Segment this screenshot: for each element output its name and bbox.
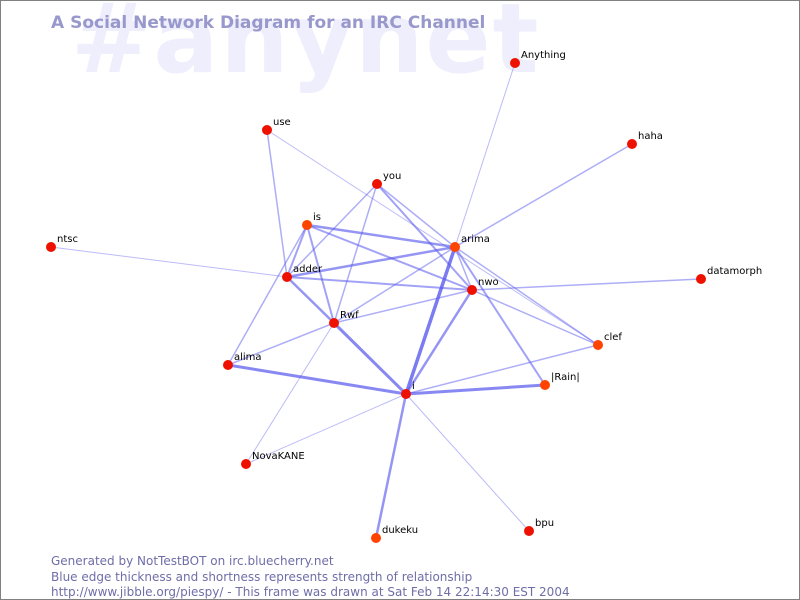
edge-use-clef xyxy=(266,129,599,346)
node-dot[interactable] xyxy=(371,533,381,543)
node-label: |Rain| xyxy=(551,372,580,383)
footer-generated-by: Generated by NotTestBOT on irc.bluecherr… xyxy=(51,554,334,568)
node-label: Rwf xyxy=(340,310,359,321)
node-label: Anything xyxy=(521,50,566,61)
edge-you-adder xyxy=(286,183,378,278)
node-you[interactable]: you xyxy=(372,171,401,189)
node-dot[interactable] xyxy=(593,340,603,350)
node-nwo[interactable]: nwo xyxy=(467,277,499,295)
edge-alima-i xyxy=(227,363,407,396)
edge-is-alima xyxy=(227,224,308,366)
node-adder[interactable]: adder xyxy=(282,264,323,282)
edge-you-Rwf xyxy=(333,183,378,324)
footer-url-timestamp[interactable]: http://www.jibble.org/piespy/ - This fra… xyxy=(51,585,570,599)
node-label: haha xyxy=(638,131,663,142)
node-dot[interactable] xyxy=(223,360,233,370)
diagram-title: A Social Network Diagram for an IRC Chan… xyxy=(51,13,486,33)
edge-arima-Rain xyxy=(454,246,546,386)
node-label: bpu xyxy=(535,518,554,529)
node-dot[interactable] xyxy=(627,139,637,149)
edge-i-NovaKANE xyxy=(245,393,407,465)
node-ntsc[interactable]: ntsc xyxy=(46,234,78,252)
edge-nwo-i xyxy=(404,289,474,395)
edge-Rwf-NovaKANE xyxy=(245,322,335,465)
node-dot[interactable] xyxy=(510,58,520,68)
edge-arima-clef xyxy=(454,246,599,346)
node-label: adder xyxy=(293,264,323,275)
edge-i-dukeku xyxy=(374,393,408,539)
edge-nwo-clef xyxy=(471,289,599,346)
edge-i-Rain xyxy=(405,383,546,396)
node-Rwf[interactable]: Rwf xyxy=(329,310,359,328)
node-label: datamorph xyxy=(707,266,762,277)
node-dot[interactable] xyxy=(372,179,382,189)
node-dot[interactable] xyxy=(450,242,460,252)
node-label: NovaKANE xyxy=(252,451,305,462)
node-label: i xyxy=(412,381,415,392)
node-dot[interactable] xyxy=(696,274,706,284)
node-haha[interactable]: haha xyxy=(627,131,663,149)
node-label: use xyxy=(273,117,291,128)
node-dot[interactable] xyxy=(241,459,251,469)
edge-adder-Rwf xyxy=(286,276,335,324)
node-dukeku[interactable]: dukeku xyxy=(371,525,418,543)
node-label: is xyxy=(313,212,321,223)
node-alima[interactable]: alima xyxy=(223,352,262,370)
node-dot[interactable] xyxy=(262,125,272,135)
node-arima[interactable]: arima xyxy=(450,234,490,252)
node-Rain[interactable]: |Rain| xyxy=(540,372,580,390)
node-i[interactable]: i xyxy=(401,381,415,399)
node-is[interactable]: is xyxy=(302,212,321,230)
node-dot[interactable] xyxy=(46,242,56,252)
channel-watermark: #anynet xyxy=(71,0,541,95)
footer-legend: Blue edge thickness and shortness repres… xyxy=(51,569,473,584)
node-label: arima xyxy=(461,234,490,245)
node-dot[interactable] xyxy=(401,389,411,399)
node-label: nwo xyxy=(478,277,499,288)
node-dot[interactable] xyxy=(302,220,312,230)
node-label: clef xyxy=(604,332,622,343)
node-dot[interactable] xyxy=(540,380,550,390)
edges-layer xyxy=(50,62,702,539)
node-label: dukeku xyxy=(382,525,418,536)
edge-you-arima xyxy=(376,183,456,248)
edge-arima-adder xyxy=(286,245,456,279)
edge-ntsc-adder xyxy=(50,246,288,278)
node-dot[interactable] xyxy=(282,272,292,282)
node-bpu[interactable]: bpu xyxy=(524,518,554,536)
edge-Rwf-alima xyxy=(227,322,335,366)
node-label: you xyxy=(383,171,401,182)
edge-nwo-Rwf xyxy=(333,289,473,324)
node-Anything[interactable]: Anything xyxy=(510,50,566,68)
edge-i-clef xyxy=(405,344,599,395)
edge-is-adder xyxy=(286,224,308,278)
nodes-layer: Anything haha use you is ntsc arima adder datamo… xyxy=(46,50,762,543)
edge-Rwf-i xyxy=(332,321,408,396)
edge-adder-nwo xyxy=(286,276,473,291)
node-dot[interactable] xyxy=(524,526,534,536)
edge-nwo-datamorph xyxy=(471,278,702,291)
node-use[interactable]: use xyxy=(262,117,291,135)
edge-arima-nwo xyxy=(454,246,473,291)
edge-is-Rwf xyxy=(306,224,335,324)
edge-you-nwo xyxy=(376,183,473,291)
edge-i-bpu xyxy=(405,393,530,532)
node-dot[interactable] xyxy=(467,285,477,295)
node-dot[interactable] xyxy=(329,318,339,328)
node-label: ntsc xyxy=(57,234,78,245)
edge-arima-i xyxy=(404,246,457,395)
edge-use-adder xyxy=(266,129,288,278)
edge-haha-arima xyxy=(454,143,633,248)
node-NovaKANE[interactable]: NovaKANE xyxy=(241,451,305,469)
node-clef[interactable]: clef xyxy=(593,332,622,350)
node-datamorph[interactable]: datamorph xyxy=(696,266,762,284)
node-label: alima xyxy=(234,352,262,363)
edge-Anything-arima xyxy=(454,62,516,248)
edge-is-arima xyxy=(306,223,456,249)
footer: Generated by NotTestBOT on irc.bluecherr… xyxy=(51,554,570,599)
